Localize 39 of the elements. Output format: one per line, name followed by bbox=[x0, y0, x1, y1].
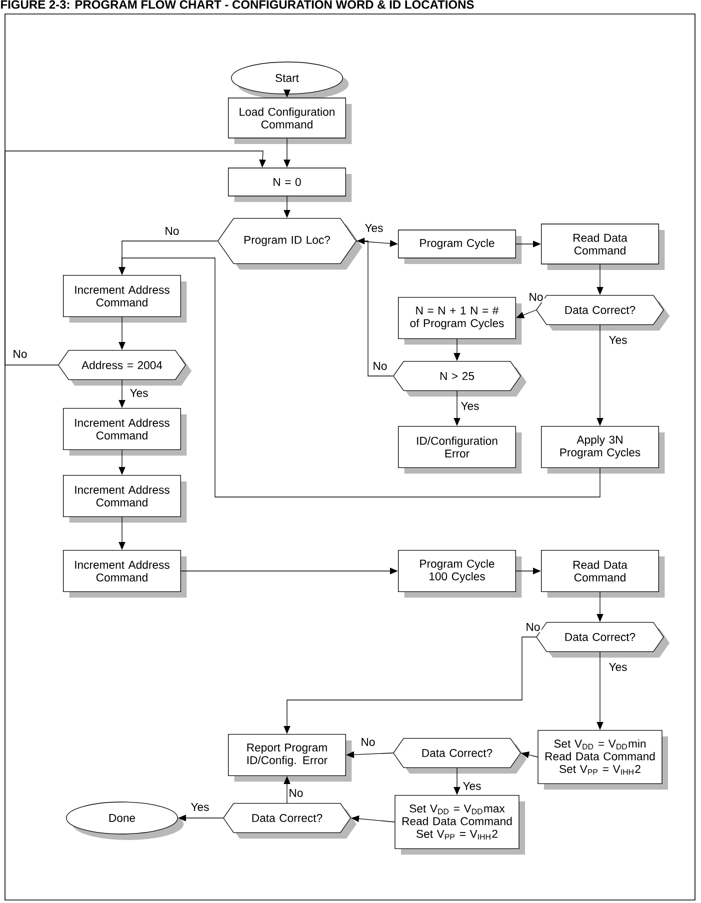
process-box: Apply 3N Program Cycles bbox=[541, 426, 665, 474]
edge-label: No bbox=[11, 348, 29, 360]
decision-hexagon: Data Correct? bbox=[223, 803, 357, 839]
edge-label: Yes bbox=[607, 662, 629, 672]
process-box: Program Cycle bbox=[398, 230, 522, 264]
process-box: Increment Address Command bbox=[63, 275, 187, 323]
edge-label: Yes bbox=[128, 388, 150, 398]
edge-label: Yes bbox=[363, 222, 385, 234]
process-box: Read Data Command bbox=[541, 224, 665, 270]
arrow bbox=[4, 150, 266, 366]
edge-label: Yes bbox=[461, 780, 483, 792]
figure-title: FIGURE 2-3: PROGRAM FLOW CHART - CONFIGURATION WORD & ID LOCATIONS bbox=[1, 0, 474, 9]
process-box: Set V$_{DD}$ = V$_{DD}$max Read Data Command Set V$_{PP}$ = V$_{IHH}$2 bbox=[394, 795, 525, 855]
edge-label: No bbox=[524, 622, 542, 632]
edge-label: No bbox=[287, 788, 305, 798]
process-box: Increment Address Command bbox=[63, 408, 187, 456]
edge-label: No bbox=[163, 226, 181, 236]
edge-label: Yes bbox=[189, 802, 211, 812]
decision-hexagon: Program ID Loc? bbox=[217, 218, 362, 270]
process-box: Set V$_{DD}$ = V$_{DD}$min Read Data Command Set V$_{PP}$ = V$_{IHH}$2 bbox=[538, 730, 668, 790]
edge-label: Yes bbox=[459, 400, 481, 412]
decision-hexagon: Address = 2004 bbox=[58, 350, 192, 386]
process-box: Report Program ID/Config. Error bbox=[228, 734, 352, 782]
process-box: Increment Address Command bbox=[63, 475, 187, 523]
edge-label: No bbox=[371, 360, 389, 372]
process-box: Increment Address Command bbox=[63, 550, 187, 598]
process-box: Load Configuration Command bbox=[228, 98, 352, 144]
edge-label: No bbox=[527, 292, 545, 302]
decision-hexagon: Data Correct? bbox=[393, 738, 527, 774]
process-box: N = 0 bbox=[228, 168, 352, 202]
arrow bbox=[516, 310, 536, 318]
edge-label: No bbox=[359, 736, 377, 748]
process-box: Program Cycle 100 Cycles bbox=[398, 550, 522, 598]
decision-hexagon: N > 25 bbox=[393, 361, 527, 397]
process-box: N = N + 1 N = # of Program Cycles bbox=[398, 297, 522, 345]
process-box: ID/Configuration Error bbox=[398, 426, 522, 474]
process-box: Read Data Command bbox=[541, 550, 665, 598]
edge-label: Yes bbox=[607, 334, 629, 346]
arrow bbox=[118, 258, 600, 498]
